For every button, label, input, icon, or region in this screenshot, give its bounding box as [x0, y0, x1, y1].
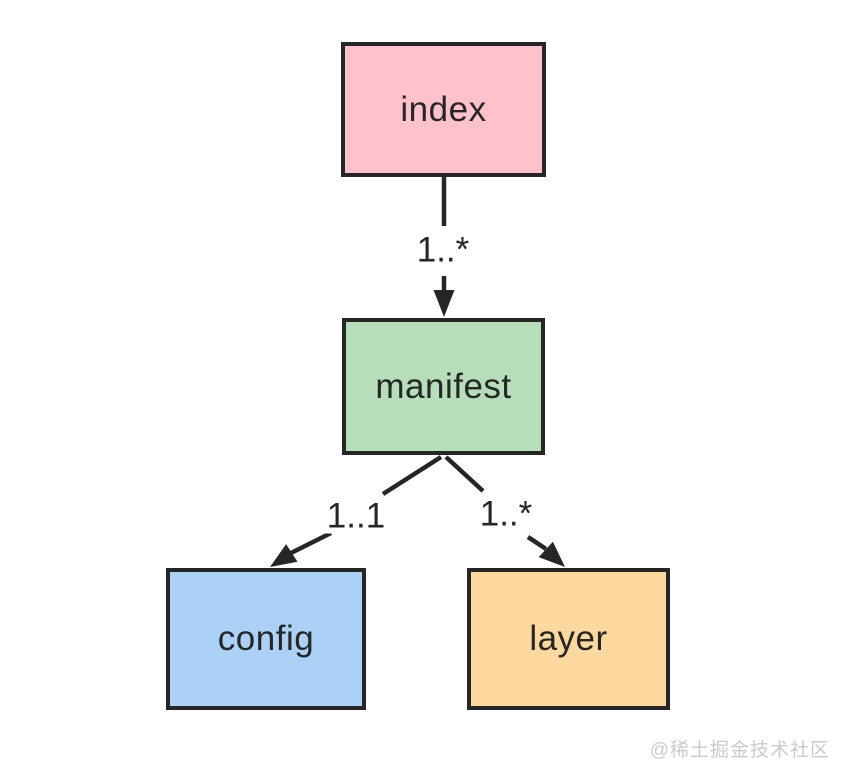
watermark: @稀土掘金技术社区 [649, 740, 830, 761]
edge-manifest-config-segment-upper [381, 455, 443, 496]
node-index: index [341, 42, 546, 177]
edge-manifest-layer-segment-upper [444, 455, 485, 493]
node-config-label: config [217, 619, 315, 658]
edge-label-manifest-config: 1..1 [324, 496, 388, 536]
node-index-label: index [400, 89, 487, 129]
edge-label-index-manifest: 1..* [414, 230, 472, 270]
edge-manifest-layer-segment-lower [526, 535, 548, 551]
edge-label-manifest-layer: 1..* [477, 494, 535, 534]
node-manifest: manifest [342, 318, 545, 455]
edge-manifest-layer-arrowhead-icon [538, 541, 565, 567]
node-manifest-label: manifest [375, 366, 512, 406]
edge-manifest-config-segment-lower [289, 530, 333, 556]
edge-index-manifest-arrowhead-icon [433, 290, 455, 317]
edge-manifest-config-arrowhead-icon [270, 544, 298, 567]
node-layer-label: layer [529, 619, 608, 658]
node-config: config [166, 568, 366, 710]
node-layer: layer [467, 568, 670, 710]
